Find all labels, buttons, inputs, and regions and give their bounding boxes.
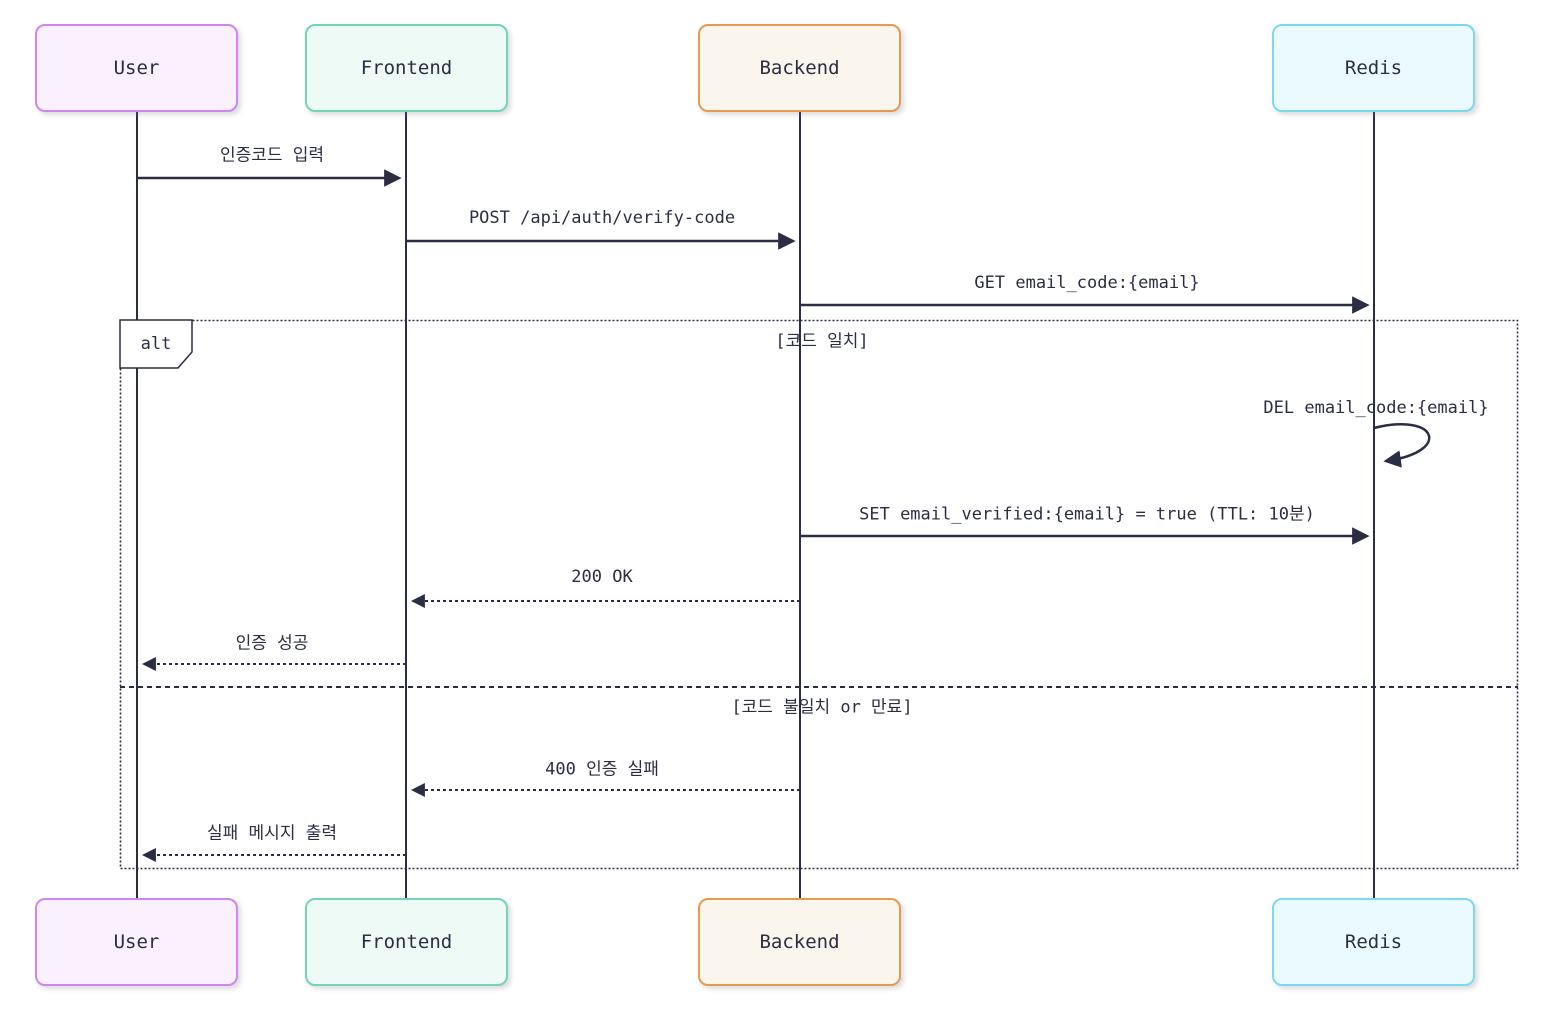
alt-condition-match: [코드 일치] [775,331,869,352]
message-label-post-verify: POST /api/auth/verify-code [468,208,736,228]
message-label-auth-success: 인증 성공 [235,633,309,654]
actor-label-backend: Backend [759,931,840,953]
message-label-get-email-code: GET email_code:{email} [974,273,1200,293]
message-label-set-verified: SET email_verified:{email} = true (TTL: … [859,504,1315,525]
message-label-failure-message: 실패 메시지 출력 [207,823,337,844]
actor-label-frontend: Frontend [360,931,453,953]
alt-frame-tag: alt [120,320,192,368]
message-label-enter-code: 인증코드 입력 [219,145,325,166]
alt-condition-mismatch: [코드 불일치 or 만료] [731,697,913,718]
alt-frame [119,319,1519,870]
actor-label-user: User [113,57,160,79]
actor-label-redis: Redis [1344,931,1403,953]
actor-label-backend: Backend [759,57,840,79]
arrow-redis-self-loop [1373,423,1431,468]
actor-box-frontend-top: Frontend [305,24,508,112]
actor-box-redis-bottom: Redis [1272,898,1475,986]
message-label-del-email-code: DEL email_code:{email} [1263,398,1489,418]
actor-label-user: User [113,931,160,953]
alt-frame-tag-label: alt [140,334,172,354]
actor-box-backend-bottom: Backend [698,898,901,986]
actor-label-redis: Redis [1344,57,1403,79]
actor-box-backend-top: Backend [698,24,901,112]
actor-box-redis-top: Redis [1272,24,1475,112]
actor-box-user-bottom: User [35,898,238,986]
actor-box-user-top: User [35,24,238,112]
message-label-400-fail: 400 인증 실패 [545,759,659,780]
actor-label-frontend: Frontend [360,57,453,79]
message-label-200-ok: 200 OK [571,567,633,587]
alt-tag-shape [119,319,193,369]
actor-box-frontend-bottom: Frontend [305,898,508,986]
